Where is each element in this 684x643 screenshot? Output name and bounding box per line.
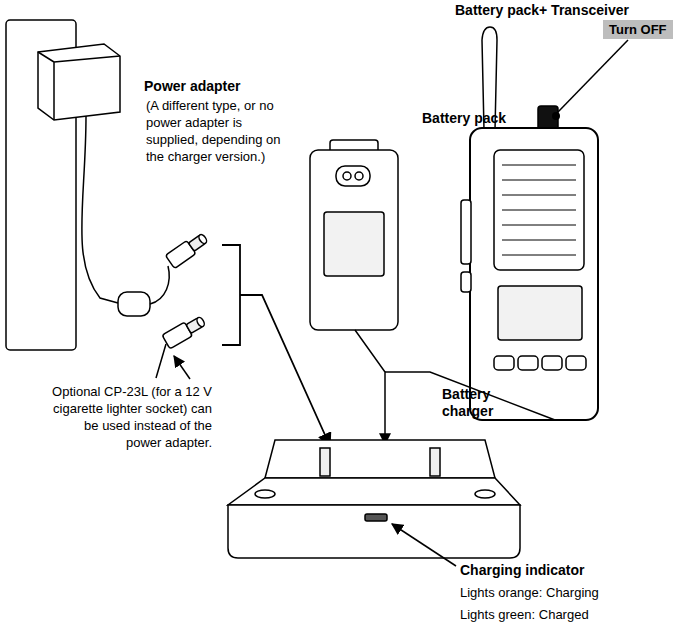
highlight-box: Turn OFF [603,20,673,39]
ferrite-core [118,292,150,316]
leader-line [392,524,456,566]
charging-led [365,514,387,521]
power-adapter [6,20,210,378]
battery-charger [228,440,520,558]
status-text: Lights green: Charged [460,606,589,623]
note-text: Optional CP-23L (for a 12 V cigarette li… [50,383,212,451]
bracket [222,245,240,345]
adapter-body [38,44,120,120]
adapter-cord [82,116,118,303]
cp23l-cable [156,344,166,378]
leader-line [174,356,190,379]
part-name: Battery charger [442,386,522,420]
part-name: Battery pack [422,110,506,127]
heading-label: Battery pack+ Transceiver [455,2,629,19]
note-text: (A different type, or no power adapter i… [146,97,296,165]
dc-plug [162,314,207,349]
part-name: Power adapter [144,78,240,95]
status-text: Lights orange: Charging [460,584,599,601]
leader-dot [552,112,560,120]
dc-plug [165,231,209,269]
battery-pack [310,140,398,330]
guide-line [385,372,555,420]
leader-line [558,40,628,112]
part-name: Charging indicator [460,562,584,579]
transceiver [461,27,598,420]
arrow [355,330,385,444]
instruction-text: Turn OFF [609,22,667,37]
